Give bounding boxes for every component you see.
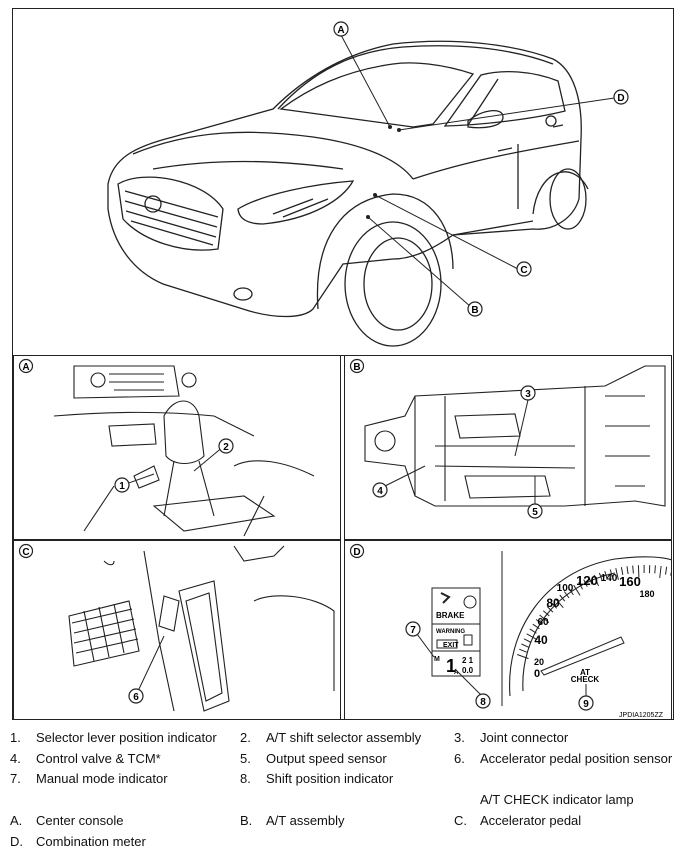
- legend-text: Center console: [36, 813, 123, 829]
- callout-b: B: [471, 305, 478, 316]
- legend-number: 8.: [240, 771, 264, 787]
- exit-label: EXIT: [443, 642, 459, 649]
- panel-b-label: B: [353, 362, 360, 373]
- speed-label-100: 100: [557, 583, 574, 594]
- speed-label-120: 120: [576, 573, 598, 588]
- callout-3: 3: [525, 389, 531, 400]
- at-assembly-panel: B 3 4 5: [344, 355, 672, 540]
- speedometer-tick: [519, 649, 526, 652]
- combination-meter-illustration: BRAKE WARNING EXIT M 1 A 2 1 0.0 0 20 40…: [345, 541, 672, 720]
- speedometer-tick: [627, 566, 628, 574]
- speedometer-tick: [522, 644, 529, 647]
- speed-label-0: 0: [534, 668, 540, 680]
- manual-mode-m: M: [434, 656, 440, 663]
- panel-a-label: A: [22, 362, 29, 373]
- speed-label-140: 140: [601, 573, 618, 584]
- center-console-illustration: A 1 2: [14, 356, 341, 540]
- callout-c: C: [520, 265, 527, 276]
- legend-number: 2.: [240, 730, 264, 746]
- brake-label: BRAKE: [436, 611, 465, 620]
- legend-text: Manual mode indicator: [36, 771, 168, 787]
- callout-8: 8: [480, 697, 486, 708]
- vehicle-overview-panel: A D C B: [13, 9, 672, 356]
- accelerator-pedal-panel: C 6: [13, 540, 341, 720]
- legend-number: D.: [10, 834, 34, 850]
- speed-label-60: 60: [537, 617, 549, 628]
- callout-6: 6: [133, 692, 139, 703]
- legend-number: 3.: [454, 730, 478, 746]
- callout-7: 7: [410, 625, 416, 636]
- check-label: CHECK: [571, 675, 600, 684]
- legend-text: Output speed sensor: [266, 751, 387, 767]
- speed-label-180: 180: [639, 589, 654, 599]
- legend-number: 6.: [454, 751, 478, 767]
- odo-line-1: 2 1: [462, 656, 474, 665]
- legend-text: Control valve & TCM*: [36, 751, 161, 767]
- legend-text: Selector lever position indicator: [36, 730, 217, 746]
- accelerator-pedal-illustration: C 6: [14, 541, 341, 720]
- callout-2: 2: [223, 442, 229, 453]
- legend-number: 7.: [10, 771, 34, 787]
- speedometer-tick: [633, 566, 634, 574]
- legend-text: A/T shift selector assembly: [266, 730, 421, 746]
- at-assembly-illustration: B 3 4 5: [345, 356, 672, 540]
- legend-text: A/T CHECK indicator lamp: [480, 792, 634, 808]
- legend-text: Joint connector: [480, 730, 568, 746]
- panel-c-label: C: [22, 547, 29, 558]
- speed-label-160: 160: [619, 574, 641, 589]
- callout-d: D: [617, 93, 624, 104]
- legend-text: Shift position indicator: [266, 771, 393, 787]
- speedometer-tick: [524, 639, 531, 643]
- legend-number: 1.: [10, 730, 34, 746]
- center-console-panel: A 1 2: [13, 355, 341, 540]
- speedometer-tick: [666, 567, 667, 575]
- legend-text: Accelerator pedal position sensor: [480, 751, 672, 767]
- vehicle-illustration: A D C B: [13, 9, 672, 356]
- speed-label-40: 40: [534, 633, 548, 647]
- legend-number: C.: [454, 813, 478, 829]
- odo-line-2: 0.0: [462, 666, 474, 675]
- diagram-frame: A D C B: [12, 8, 674, 720]
- legend-number: 4.: [10, 751, 34, 767]
- legend-text: A/T assembly: [266, 813, 345, 829]
- speedometer-tick: [655, 565, 656, 573]
- callout-9: 9: [583, 699, 589, 710]
- warning-label: WARNING: [436, 629, 465, 635]
- speed-label-20: 20: [534, 657, 544, 667]
- combination-meter-panel: BRAKE WARNING EXIT M 1 A 2 1 0.0 0 20 40…: [344, 540, 672, 720]
- speedometer-tick: [671, 568, 672, 576]
- callout-5: 5: [532, 507, 538, 518]
- callout-a: A: [337, 25, 344, 36]
- legend-text: Accelerator pedal: [480, 813, 581, 829]
- speedometer-tick: [660, 566, 661, 578]
- legend-number: B.: [240, 813, 264, 829]
- callout-1: 1: [119, 481, 125, 492]
- legend-text: Combination meter: [36, 834, 146, 850]
- legend-number: A.: [10, 813, 34, 829]
- figure-id: JPDIA1205ZZ: [619, 712, 664, 719]
- panel-d-label: D: [353, 547, 360, 558]
- callout-4: 4: [377, 486, 383, 497]
- speed-label-80: 80: [546, 596, 560, 610]
- legend-number: 5.: [240, 751, 264, 767]
